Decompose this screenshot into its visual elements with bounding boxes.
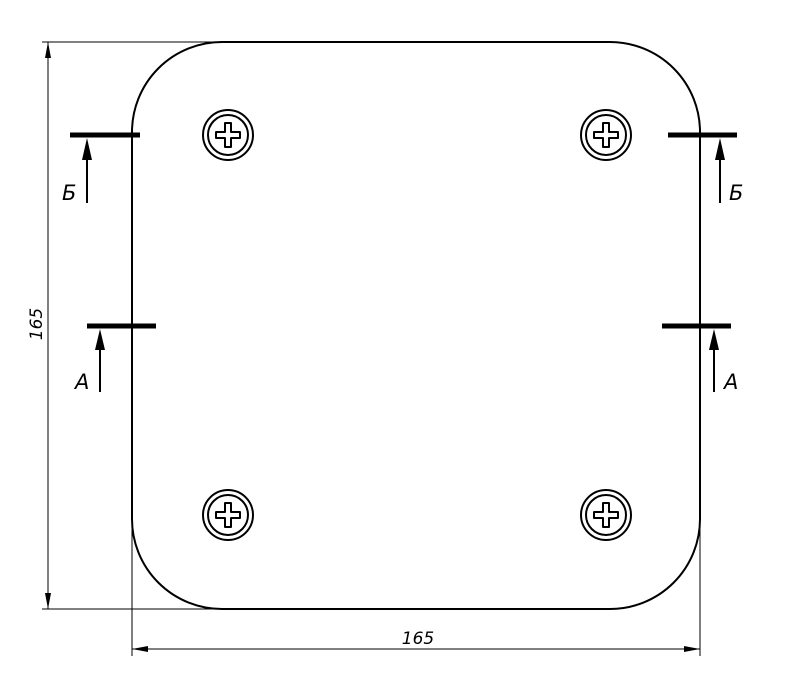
phillips-screw-icon	[202, 489, 254, 541]
section-mark-lower-right	[662, 323, 731, 392]
dimension-vertical-label: 165	[27, 308, 47, 340]
phillips-screw-icon	[202, 109, 254, 161]
section-label-lower-right: А	[722, 370, 738, 394]
dimension-horizontal-label: 165	[402, 629, 434, 649]
section-label-upper-left: Б	[62, 181, 76, 205]
section-mark-upper-left	[70, 132, 140, 203]
section-mark-upper-right	[668, 132, 737, 203]
plate-outline	[131, 41, 701, 610]
section-label-upper-right: Б	[729, 181, 743, 205]
phillips-screw-icon	[580, 109, 632, 161]
phillips-screw-icon	[580, 489, 632, 541]
section-label-lower-left: А	[73, 370, 89, 394]
section-mark-lower-left	[87, 323, 156, 392]
